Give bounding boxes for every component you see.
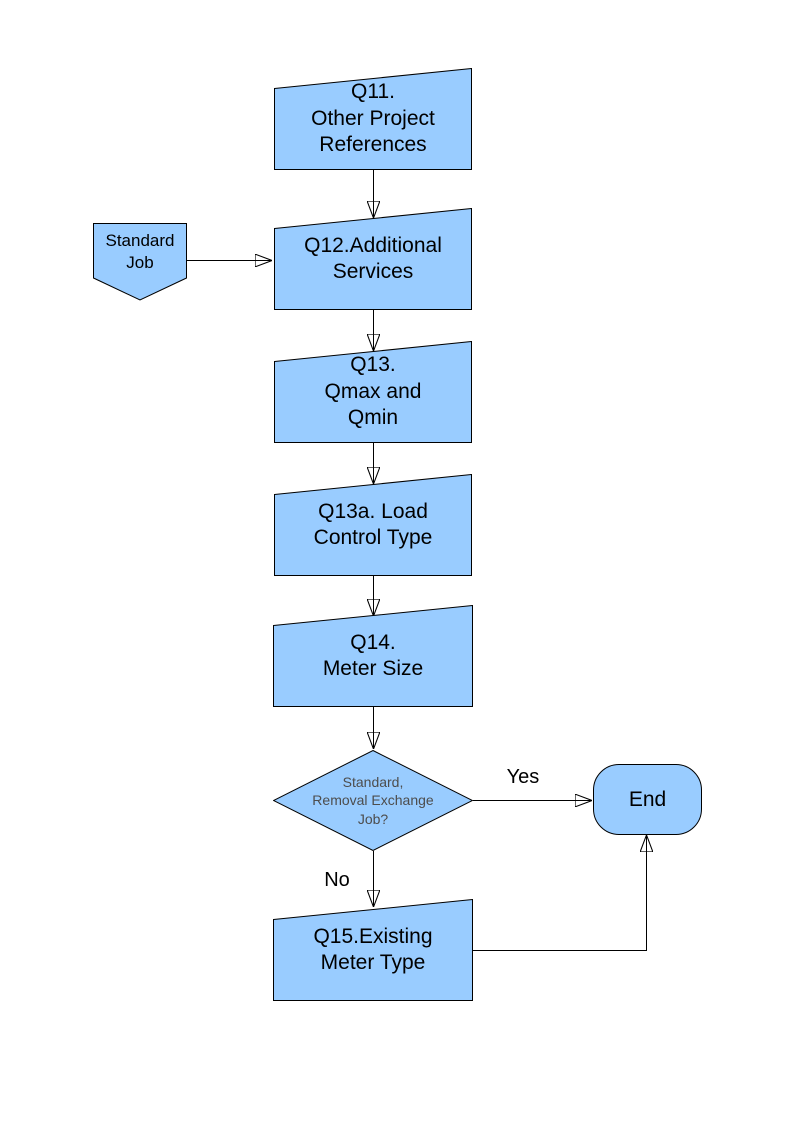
node-q12: Q12.Additional Services	[274, 208, 472, 310]
node-end: End	[593, 764, 702, 835]
manual-input-shape	[274, 341, 472, 443]
node-q12-label: Q12.Additional Services	[304, 233, 442, 283]
node-q15: Q15.Existing Meter Type	[273, 899, 473, 1001]
node-end-label: End	[628, 787, 667, 811]
manual-input-shape	[273, 605, 473, 707]
node-q13: Q13. Qmax and Qmin	[274, 341, 472, 443]
edge-label-no: No	[324, 869, 350, 891]
node-standard-job-label: Standard Job	[105, 231, 175, 272]
connector-q15-end	[473, 836, 647, 951]
decision-diamond-shape	[273, 750, 473, 851]
node-q13-label: Q13. Qmax and Qmin	[324, 353, 422, 430]
node-q14-label: Q14. Meter Size	[322, 630, 424, 680]
node-q15-label: Q15.Existing Meter Type	[313, 924, 433, 974]
manual-input-shape	[273, 899, 473, 1001]
node-decision: Standard, Removal Exchange Job?	[273, 750, 473, 851]
off-page-connector-shape	[93, 223, 187, 301]
node-standard-job: Standard Job	[93, 223, 187, 301]
node-q13a: Q13a. Load Control Type	[274, 474, 472, 576]
manual-input-shape	[274, 68, 472, 170]
node-q11-label: Q11. Other Project References	[311, 80, 435, 157]
node-decision-label: Standard, Removal Exchange Job?	[312, 774, 434, 827]
edge-label-yes: Yes	[506, 766, 540, 788]
manual-input-shape	[274, 208, 472, 310]
node-q11: Q11. Other Project References	[274, 68, 472, 170]
manual-input-shape	[274, 474, 472, 576]
node-q14: Q14. Meter Size	[273, 605, 473, 707]
node-q13a-label: Q13a. Load Control Type	[313, 499, 433, 549]
